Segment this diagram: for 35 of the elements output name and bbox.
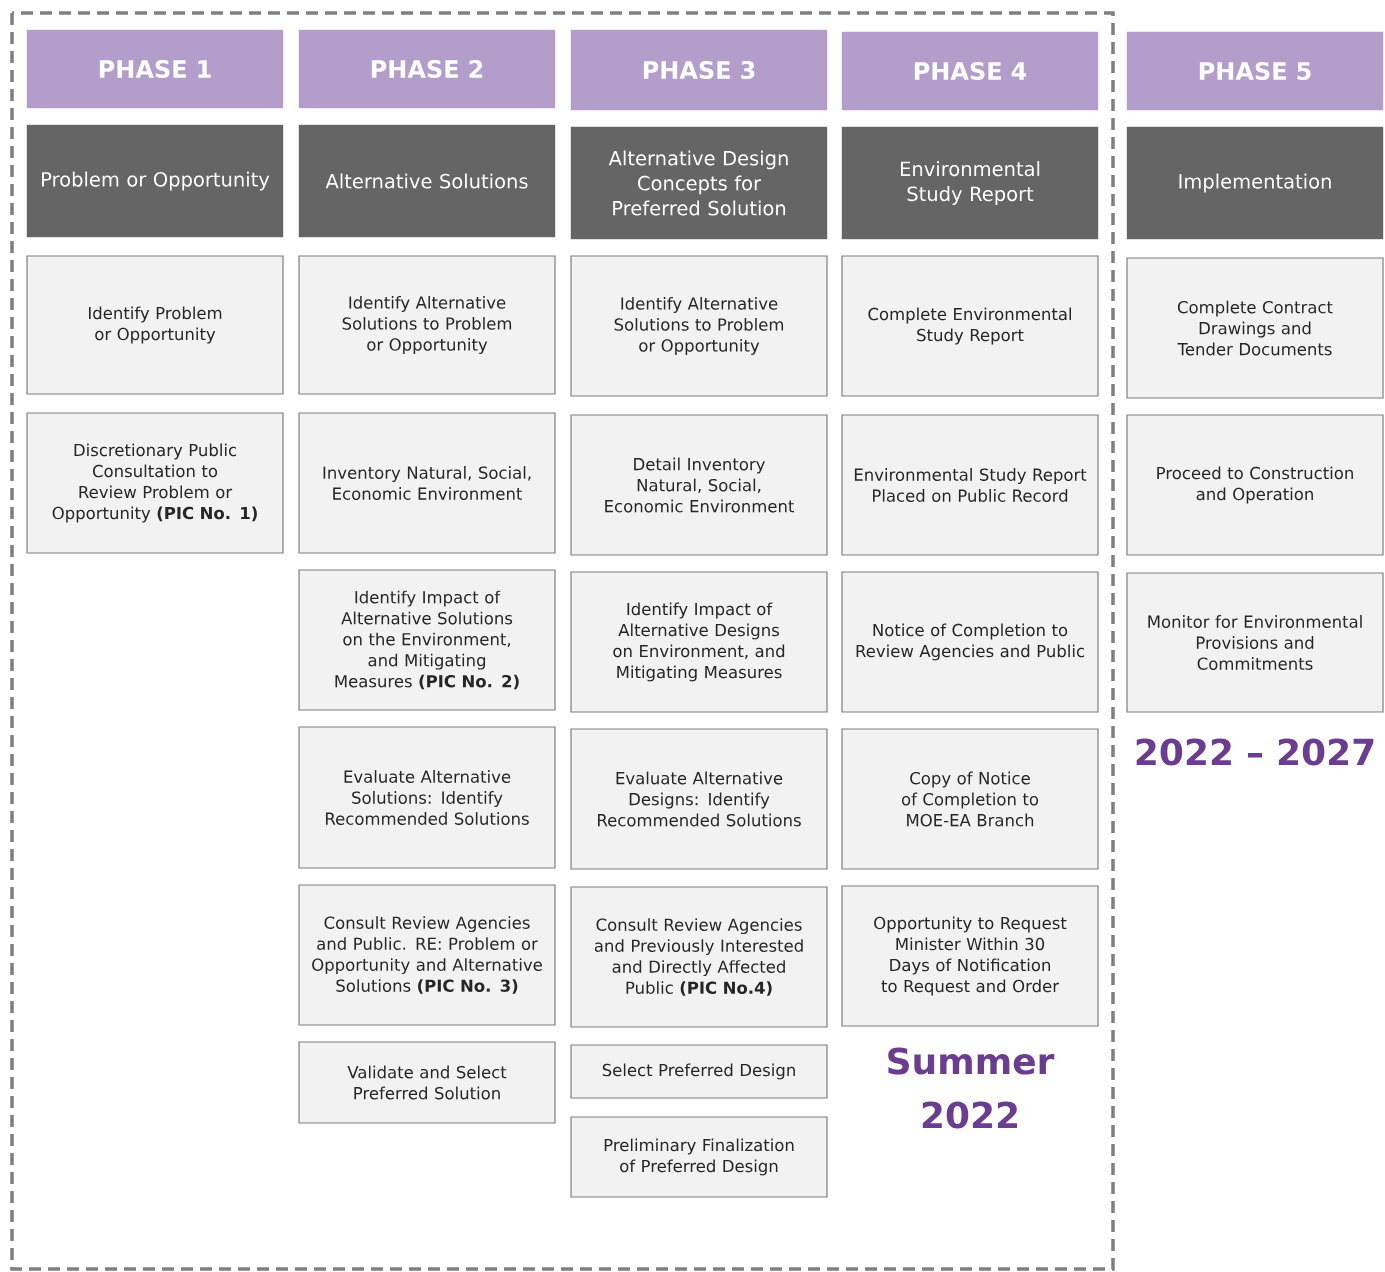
phase-header: PHASE 3 <box>570 29 828 111</box>
phase-header: PHASE 5 <box>1126 31 1384 111</box>
step-box: Select Preferred Design <box>570 1044 828 1099</box>
step-box: Identify Problem or Opportunity <box>26 255 284 395</box>
step-box: Inventory Natural, Social, Economic Environment <box>298 412 556 554</box>
step-box: Copy of Notice of Completion to MOE-EA Branch <box>841 728 1099 870</box>
date-label: 2022 – 2027 <box>1136 738 1374 766</box>
step-box: Consult Review Agencies and Public. RE: Problem or Opportunity and Alternative Solutions (PIC No. 3) <box>298 884 556 1026</box>
step-box: Identify Impact of Alternative Solutions on the Environment, and Mitigating Measures (PIC No. 2) <box>298 569 556 711</box>
step-box: Notice of Completion to Review Agencies and Public <box>841 571 1099 713</box>
phase-title-box: Environmental Study Report <box>841 126 1099 240</box>
step-box: Evaluate Alternative Designs: Identify Recommended Solutions <box>570 728 828 870</box>
step-box: Complete Contract Drawings and Tender Documents <box>1126 257 1384 399</box>
step-box: Complete Environmental Study Report <box>841 255 1099 397</box>
step-box: Preliminary Finalization of Preferred Design <box>570 1116 828 1198</box>
phase-title-box: Implementation <box>1126 126 1384 240</box>
phase-header: PHASE 4 <box>841 31 1099 111</box>
step-box: Monitor for Environmental Provisions and Commitments <box>1126 572 1384 713</box>
step-box: Evaluate Alternative Solutions: Identify Recommended Solutions <box>298 726 556 869</box>
step-box: Proceed to Construction and Operation <box>1126 414 1384 556</box>
step-box: Identify Impact of Alternative Designs on Environment, and Mitigating Measures <box>570 571 828 713</box>
phase-title-box: Problem or Opportunity <box>26 124 284 238</box>
phase-header: PHASE 1 <box>26 29 284 109</box>
step-box: Opportunity to Request Minister Within 30 Days of Notification to Request and Order <box>841 885 1099 1027</box>
step-box: Validate and Select Preferred Solution <box>298 1041 556 1124</box>
step-box: Identify Alternative Solutions to Problem or Opportunity <box>570 255 828 397</box>
step-box: Discretionary Public Consultation to Review Problem or Opportunity (PIC No. 1) <box>26 412 284 554</box>
phase-title-box: Alternative Design Concepts for Preferred Solution <box>570 126 828 240</box>
step-box: Identify Alternative Solutions to Problem or Opportunity <box>298 255 556 395</box>
phase-title-box: Alternative Solutions <box>298 124 556 238</box>
step-box: Consult Review Agencies and Previously Interested and Directly Affected Public (PIC No.4) <box>570 886 828 1028</box>
date-label: Summer 2022 <box>888 1047 1055 1129</box>
step-box: Detail Inventory Natural, Social, Economic Environment <box>570 414 828 556</box>
step-box: Environmental Study Report Placed on Public Record <box>841 414 1099 556</box>
phase-header: PHASE 2 <box>298 29 556 109</box>
